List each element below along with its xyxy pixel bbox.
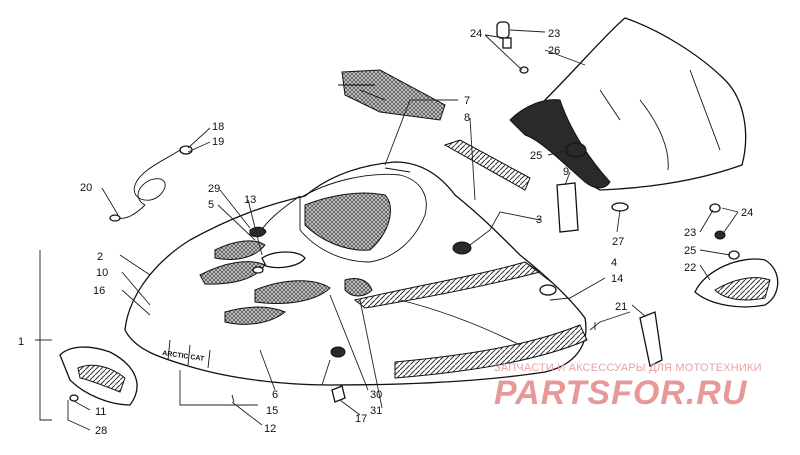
callout-25-right: 25 <box>684 245 696 257</box>
callout-22: 22 <box>684 262 696 274</box>
callout-24-top: 24 <box>470 28 482 40</box>
windshield-hardware <box>496 21 740 260</box>
callout-21: 21 <box>615 301 627 313</box>
watermark-tagline: ЗАПЧАСТИ И АКСЕССУАРЫ ДЛЯ МОТОТЕХНИКИ <box>494 362 762 374</box>
callout-25-top: 25 <box>530 150 542 162</box>
callout-24-right: 24 <box>741 207 753 219</box>
callout-28: 28 <box>95 425 107 437</box>
bracket-9 <box>556 182 579 233</box>
callout-5: 5 <box>208 199 214 211</box>
wire-harness-20 <box>109 145 193 222</box>
bracket-21 <box>639 311 663 367</box>
decal-8 <box>443 139 531 191</box>
callout-26: 26 <box>548 45 560 57</box>
callout-23-top: 23 <box>548 28 560 40</box>
side-duct-11 <box>59 346 138 406</box>
callout-11: 11 <box>95 406 106 418</box>
knob-13 <box>452 241 472 255</box>
callout-29: 29 <box>208 183 220 195</box>
watermark-logo: PARTSFOR.RU <box>494 374 748 412</box>
callout-10: 10 <box>96 267 108 279</box>
fastener-17 <box>331 385 346 403</box>
callout-8: 8 <box>464 112 470 124</box>
hood-body: ARCTIC CAT <box>124 161 588 386</box>
callout-31: 31 <box>370 405 382 417</box>
callout-14: 14 <box>611 273 623 285</box>
callout-17: 17 <box>355 413 367 425</box>
callout-13: 13 <box>244 194 256 206</box>
screw-12 <box>231 394 235 403</box>
callout-9: 9 <box>563 166 569 178</box>
callout-20: 20 <box>80 182 92 194</box>
windshield-26 <box>509 17 747 191</box>
callout-6: 6 <box>272 389 278 401</box>
callout-30: 30 <box>370 389 382 401</box>
callout-16: 16 <box>93 285 105 297</box>
callout-15: 15 <box>266 405 278 417</box>
callout-27: 27 <box>612 236 624 248</box>
callout-19: 19 <box>212 136 224 148</box>
leader-lines <box>35 29 739 431</box>
callout-3: 3 <box>536 214 542 226</box>
decal-7 <box>338 69 446 121</box>
callout-4: 4 <box>611 257 617 269</box>
callout-numbers: 1 2 10 16 18 19 20 29 5 13 7 8 9 3 4 14 … <box>18 28 753 437</box>
callout-23-right: 23 <box>684 227 696 239</box>
callout-12: 12 <box>264 423 276 435</box>
callout-18: 18 <box>212 121 224 133</box>
callout-1: 1 <box>18 336 24 348</box>
callout-7: 7 <box>464 95 470 107</box>
callout-2: 2 <box>97 251 103 263</box>
